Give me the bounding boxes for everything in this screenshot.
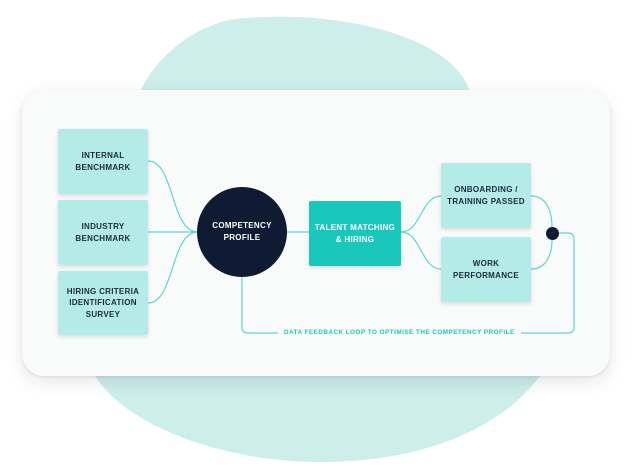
work-performance-box: WORK PERFORMANCE (441, 237, 531, 302)
junction-dot (546, 227, 559, 240)
competency-profile-line1: COMPETENCY (212, 221, 272, 231)
internal-benchmark-line2: BENCHMARK (75, 162, 131, 172)
internal-benchmark-line1: INTERNAL (81, 150, 125, 160)
onboarding-training-box: ONBOARDING / TRAINING PASSED (441, 163, 531, 228)
work-performance-line1: WORK (472, 258, 500, 268)
work-performance-line2: PERFORMANCE (453, 270, 519, 280)
talent-matching-box: TALENT MATCHING & HIRING (309, 201, 401, 266)
internal-benchmark-box: INTERNAL BENCHMARK (58, 129, 148, 194)
onboarding-line2: TRAINING PASSED (447, 196, 525, 206)
hiring-criteria-line2: IDENTIFICATION (69, 298, 137, 308)
competency-profile-node: COMPETENCY PROFILE (197, 187, 287, 277)
industry-benchmark-line2: BENCHMARK (75, 233, 131, 243)
hiring-criteria-line3: SURVEY (85, 309, 121, 319)
talent-matching-line1: TALENT MATCHING (314, 222, 396, 232)
hiring-criteria-survey-box: HIRING CRITERIA IDENTIFICATION SURVEY (58, 271, 148, 335)
feedback-loop-label: DATA FEEDBACK LOOP TO OPTIMISE THE COMPE… (278, 327, 521, 339)
industry-benchmark-line1: INDUSTRY (81, 221, 125, 231)
onboarding-line1: ONBOARDING / (454, 184, 518, 194)
hiring-criteria-line1: HIRING CRITERIA (66, 286, 140, 296)
talent-matching-line2: & HIRING (335, 234, 375, 244)
competency-profile-line2: PROFILE (223, 233, 261, 242)
industry-benchmark-box: INDUSTRY BENCHMARK (58, 200, 148, 265)
